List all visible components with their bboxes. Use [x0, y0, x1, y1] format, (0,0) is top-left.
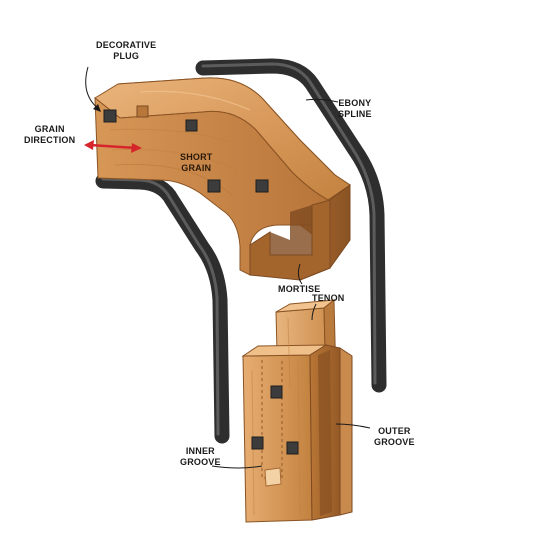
ebony-spline-outer: [195, 58, 387, 393]
grain-direction-arrow: [84, 140, 142, 153]
label-decorative-plug: DECORATIVE PLUG: [96, 40, 157, 61]
leader-mortise: [297, 263, 303, 285]
leader-outer-groove: [335, 423, 371, 429]
label-short-grain: SHORT GRAIN: [180, 152, 213, 173]
leader-inner-groove: [211, 465, 263, 469]
plug: [185, 119, 198, 132]
label-inner-groove: INNER GROOVE: [180, 446, 221, 467]
ebony-spline-inner: [95, 173, 230, 444]
label-outer-groove: OUTER GROOVE: [374, 426, 415, 447]
plug: [270, 385, 283, 399]
post-leg: [241, 298, 353, 523]
plug: [255, 179, 269, 193]
bracket-arm: [94, 77, 351, 281]
plug: [286, 441, 299, 455]
plug: [136, 105, 149, 118]
label-mortise: MORTISE: [278, 284, 321, 294]
label-tenon: TENON: [312, 293, 345, 303]
decorative-plugs: [103, 105, 269, 193]
plug: [251, 436, 264, 450]
label-ebony-spline: EBONY SPLINE: [338, 98, 372, 119]
leader-tenon: [311, 303, 317, 321]
label-grain-direction: GRAIN DIRECTION: [24, 124, 76, 145]
plug: [207, 179, 221, 193]
leader-ebony-spline: [305, 98, 339, 103]
plug: [103, 109, 117, 123]
leader-lines: [85, 66, 371, 469]
